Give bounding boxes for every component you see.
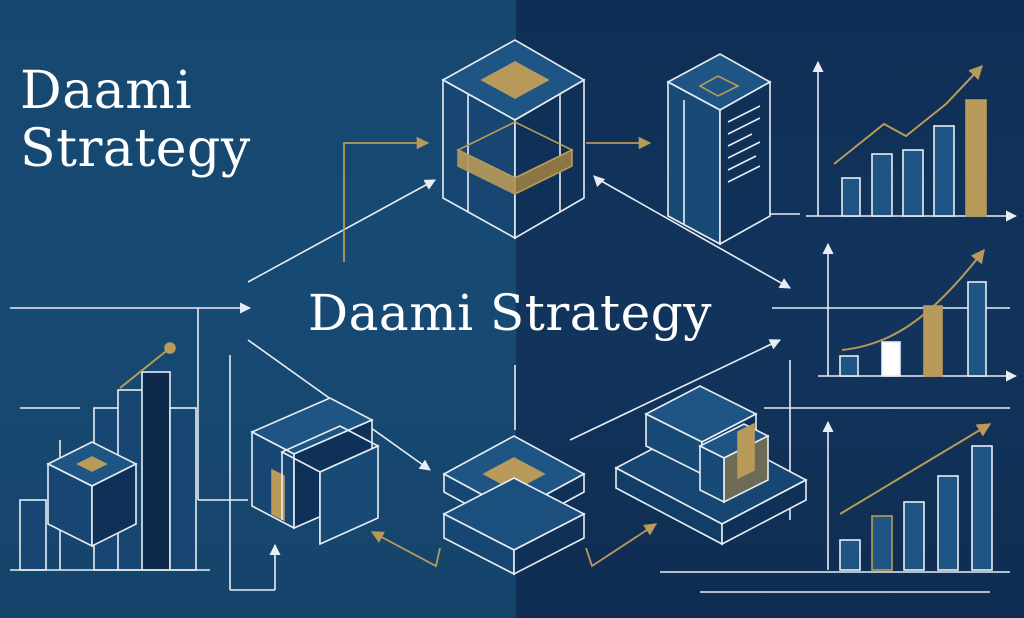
arrow-icon xyxy=(839,423,992,515)
arrow-icon xyxy=(585,523,658,568)
bar-chart-icon xyxy=(822,420,993,571)
arrow-icon xyxy=(593,175,606,188)
title-line-2: Strategy xyxy=(20,119,251,179)
arrow-icon xyxy=(595,177,791,289)
cube-icon xyxy=(46,441,138,548)
arrow-icon xyxy=(841,248,985,351)
bar-chart-icon xyxy=(806,60,1018,222)
layer-stack-icon xyxy=(442,435,586,576)
arrow-icon xyxy=(833,64,983,165)
block-bars-icon xyxy=(614,385,808,546)
arrow-icon xyxy=(247,179,436,283)
title-line-1: Daami xyxy=(20,61,193,121)
arrow-icon xyxy=(370,531,441,568)
cube-stack-icon xyxy=(441,39,586,240)
book-block-icon xyxy=(250,397,380,546)
server-tower-icon xyxy=(666,53,800,246)
page-title: Daami Strategy xyxy=(20,62,320,178)
bar-chart-icon xyxy=(818,242,1018,382)
arrow-icon xyxy=(569,339,782,441)
gold-connectors xyxy=(343,136,658,568)
connector-lines xyxy=(10,175,1010,593)
center-title: Daami Strategy xyxy=(308,284,712,342)
arrow-icon xyxy=(343,136,430,262)
